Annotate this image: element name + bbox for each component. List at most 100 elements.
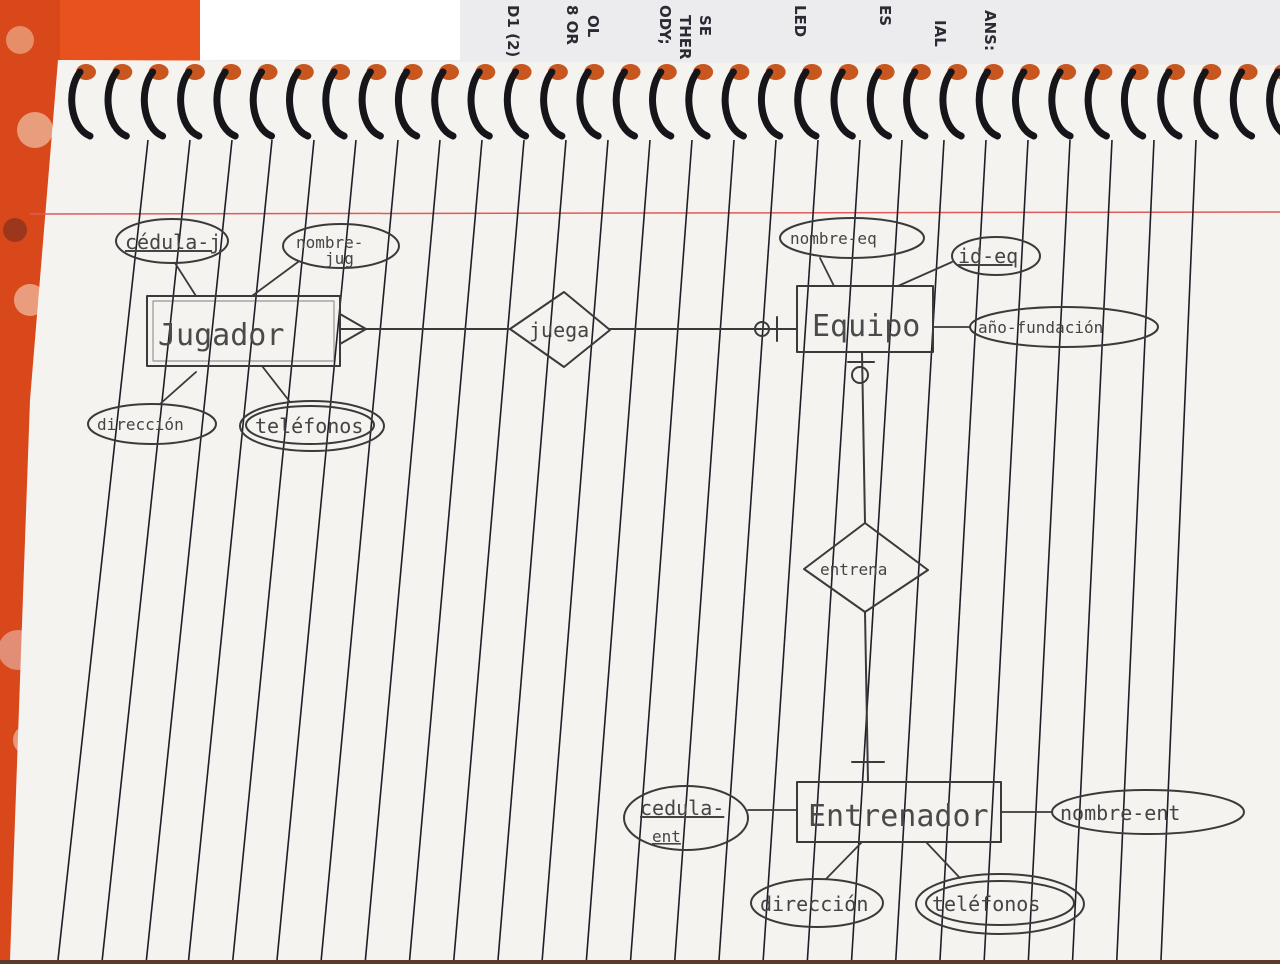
book-text-6: ODY; — [656, 5, 674, 45]
connector-jugador-juega — [339, 313, 511, 345]
book-text-5: THER — [676, 15, 694, 60]
spiral-coil — [358, 68, 384, 140]
relationship-entrena-label: entrena — [820, 560, 887, 579]
attribute-ano-fundacion-label: año-fundación — [978, 318, 1103, 337]
ruled-line — [1027, 139, 1071, 961]
attribute-cedula-j-label: cédula-j — [125, 230, 221, 254]
spiral-coil — [104, 68, 130, 140]
spiral-coil — [503, 68, 530, 140]
ruled-line — [320, 139, 399, 961]
spiral-coil — [649, 68, 675, 140]
attribute-direccion-j: dirección — [87, 371, 217, 445]
spiral-coil — [721, 68, 747, 140]
spiral-coil — [431, 68, 457, 140]
ruled-line — [895, 139, 945, 961]
book-text-7: OL — [584, 15, 602, 38]
attribute-id-eq: id-eq — [897, 236, 1041, 287]
spiral-coil — [1012, 68, 1038, 140]
ruled-line — [57, 139, 149, 961]
relationship-entrena: entrena — [803, 522, 929, 613]
ruled-lines — [57, 139, 1197, 961]
ruled-line — [983, 139, 1029, 961]
spiral-coil — [394, 68, 421, 140]
ruled-line — [850, 139, 903, 961]
attribute-nombre-ent-label: nombre-ent — [1060, 801, 1180, 825]
spiral-coil — [1229, 68, 1256, 140]
notebook-page — [10, 60, 1280, 960]
attribute-ano-fundacion: año-fundación — [932, 306, 1159, 348]
attribute-telefonos-ent-label: teléfonos — [932, 892, 1040, 916]
ruled-line — [674, 139, 735, 961]
ruled-line — [1071, 139, 1113, 961]
spiral-coil — [540, 68, 566, 140]
spiral-coil — [576, 68, 602, 140]
spiral-coil — [1193, 68, 1219, 140]
spiral-coil — [757, 68, 784, 140]
book-text-0: ANS: — [981, 10, 999, 51]
ruled-line — [939, 139, 987, 961]
attribute-telefonos-j-label: teléfonos — [255, 414, 363, 438]
entity-entrenador: Entrenador — [796, 781, 1002, 843]
spiral-coil — [794, 68, 820, 140]
spiral-binding — [68, 64, 1280, 140]
book-text-2: ES — [876, 5, 894, 26]
spiral-coil — [467, 68, 493, 140]
attribute-id-eq-label: id-eq — [958, 244, 1018, 268]
attribute-cedula-ent-label-2: ent — [652, 827, 681, 846]
ruled-line — [101, 139, 191, 961]
attribute-cedula-ent-label-1: cedula- — [640, 796, 724, 820]
attribute-nombre-jug-label-1: nombre- — [296, 233, 363, 252]
ruled-line — [762, 139, 819, 961]
attribute-direccion-j-label: dirección — [97, 415, 184, 434]
attribute-nombre-jug: nombre- jug — [251, 223, 400, 297]
spiral-coil — [1266, 68, 1280, 136]
spiral-coil — [903, 68, 929, 140]
attribute-nombre-ent: nombre-ent — [1000, 789, 1245, 835]
book-text-3: LED — [791, 5, 809, 37]
spiral-coil — [939, 68, 965, 140]
entity-equipo: Equipo — [796, 285, 934, 353]
spiral-coil — [830, 68, 856, 140]
ruled-line — [276, 139, 357, 961]
ruled-line — [232, 139, 315, 961]
spiral-coil — [177, 68, 203, 140]
ruled-line — [187, 139, 273, 961]
ruled-line — [629, 139, 693, 961]
spiral-coil — [213, 68, 239, 140]
attribute-nombre-eq-label: nombre-eq — [790, 229, 877, 248]
ruled-line — [408, 139, 483, 961]
entity-entrenador-label: Entrenador — [808, 799, 989, 834]
spiral-coil — [975, 68, 1001, 140]
spiral-coil — [140, 68, 167, 140]
attribute-cedula-j: cédula-j — [115, 218, 229, 297]
ruled-line — [453, 139, 525, 961]
attribute-nombre-jug-label-2: jug — [325, 249, 354, 268]
ruled-line — [145, 139, 233, 961]
margin-line — [29, 211, 1280, 215]
ruled-line — [806, 139, 861, 961]
book-cover-text: ANS: IAL ES LED SE THER ODY; OL 8 OR D1 … — [504, 5, 999, 60]
attribute-direccion-ent-label: dirección — [760, 892, 868, 916]
spiral-coil — [685, 68, 711, 140]
entity-jugador: Jugador — [146, 295, 341, 367]
book-text-8: 8 OR — [563, 5, 581, 45]
ruled-line — [585, 139, 651, 961]
spiral-coil — [322, 68, 348, 140]
attribute-telefonos-j: teléfonos — [239, 365, 385, 452]
spiral-coil — [1120, 68, 1147, 140]
book-text-1: IAL — [931, 20, 949, 47]
connector-entrena-entrenador — [851, 611, 885, 783]
spiral-coil — [286, 68, 312, 140]
spiral-coil — [1157, 68, 1183, 140]
ruled-line — [497, 139, 567, 961]
ruled-line — [541, 139, 609, 961]
book-text-9: D1 (2) — [504, 5, 522, 57]
attribute-cedula-ent: cedula- ent — [623, 785, 798, 851]
book-text-4: SE — [696, 15, 714, 36]
connector-juega-equipo — [609, 316, 798, 342]
ruled-line — [364, 139, 441, 961]
spiral-coil — [866, 68, 893, 140]
spiral-coil — [612, 68, 638, 140]
